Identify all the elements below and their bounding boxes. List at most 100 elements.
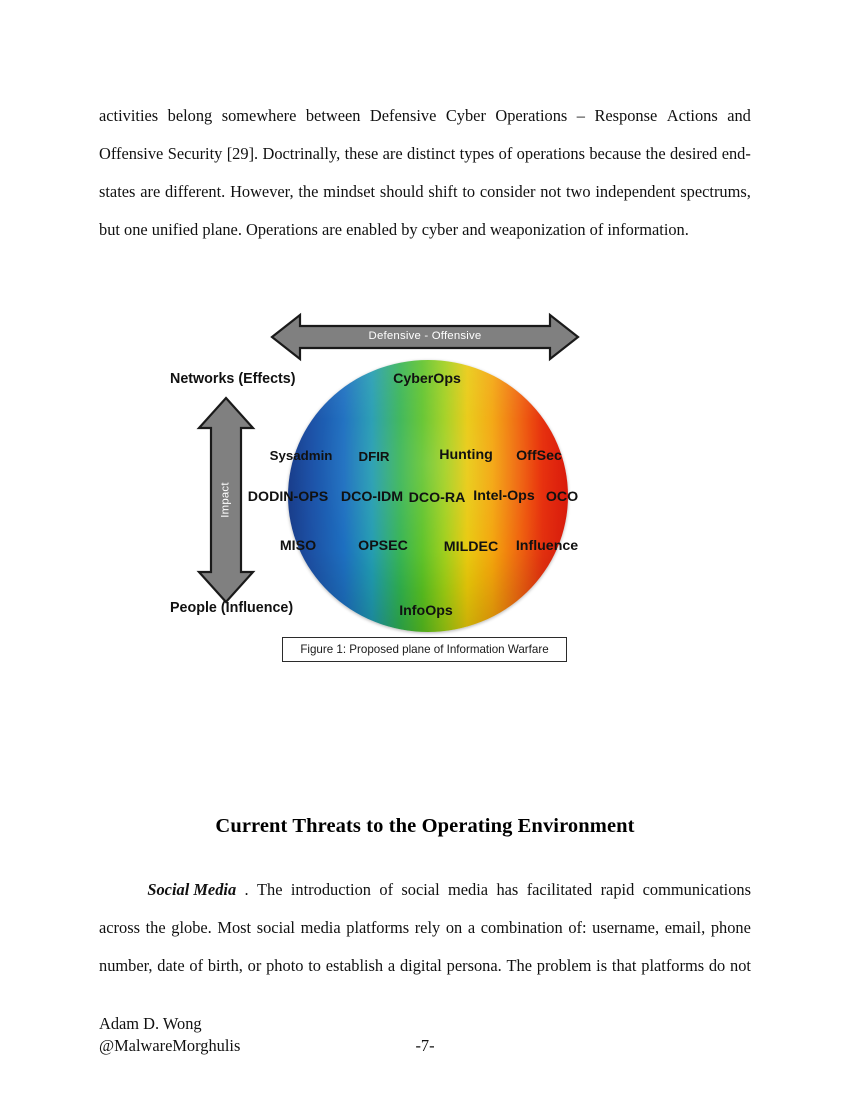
word: between <box>305 106 361 125</box>
paragraph-indent <box>99 871 139 909</box>
word: introduction <box>290 880 371 899</box>
word: Operations <box>495 106 568 125</box>
word: photo <box>266 956 304 975</box>
disc-label-oco: OCO <box>545 489 579 505</box>
defensive-offensive-arrow-icon <box>270 312 580 362</box>
word: belong <box>167 106 213 125</box>
word: has <box>496 880 519 899</box>
word: mindset <box>323 182 376 201</box>
axis-label-people-influence: People (Influence) <box>170 600 294 616</box>
footer-handle: @MalwareMorghulis <box>99 1036 241 1055</box>
word: somewhere <box>221 106 297 125</box>
disc-label-sysadmin: Sysadmin <box>269 448 333 463</box>
disc-label-opsec: OPSEC <box>358 538 408 554</box>
word: distinct <box>407 144 456 163</box>
word: not <box>730 956 751 975</box>
disc-label-infoops: InfoOps <box>399 603 453 619</box>
footer-author: Adam D. Wong <box>99 1014 202 1033</box>
disc-shading-overlay <box>288 360 568 632</box>
disc-label-dfir: DFIR <box>358 449 390 464</box>
lead-in-term: Social Media <box>147 880 237 899</box>
word: communications <box>642 880 751 899</box>
word: to <box>308 956 321 975</box>
word: Doctrinally, <box>262 144 341 163</box>
disc-label-dco-ra: DCO-RA <box>408 490 466 506</box>
word: [29]. <box>226 144 259 163</box>
paragraph-line: Offensive Security [29]. Doctrinally, th… <box>99 135 751 173</box>
word: shift <box>428 182 458 201</box>
paragraph-line: states are different. However, the minds… <box>99 173 751 211</box>
word: because <box>589 144 642 163</box>
word: date <box>157 956 185 975</box>
word: combination <box>480 918 563 937</box>
word: types <box>459 144 495 163</box>
word: The <box>257 880 283 899</box>
word: a <box>467 918 476 937</box>
word: of <box>379 880 394 899</box>
word: Offensive <box>99 144 164 163</box>
word: persona. <box>446 956 502 975</box>
word: globe. <box>171 918 212 937</box>
word: two <box>565 182 591 201</box>
horizontal-axis-label: Defensive - Offensive <box>368 330 482 342</box>
word: email, <box>664 918 706 937</box>
figure-caption-text: Figure 1: Proposed plane of Information … <box>300 643 549 656</box>
word: Actions <box>666 106 718 125</box>
word: a <box>387 956 396 975</box>
word: activities <box>99 106 159 125</box>
word: end- <box>721 144 751 163</box>
word: that <box>611 956 637 975</box>
word: these <box>344 144 379 163</box>
disc-label-hunting: Hunting <box>439 447 493 463</box>
word: problem <box>536 956 592 975</box>
disc-label-influence: Influence <box>515 538 579 554</box>
word: the <box>145 918 166 937</box>
disc-label-mildec: MILDEC <box>443 539 499 555</box>
word: platforms <box>346 918 410 937</box>
page-footer: Adam D. Wong @MalwareMorghulis -7- <box>99 1013 751 1057</box>
word: to <box>462 182 476 201</box>
word: different. <box>165 182 226 201</box>
word: is <box>596 956 608 975</box>
word: social <box>256 918 295 937</box>
word: do <box>708 956 726 975</box>
word: the <box>645 144 666 163</box>
word: The <box>506 956 532 975</box>
word: establish <box>325 956 384 975</box>
word: states <box>99 182 136 201</box>
word: – <box>576 106 585 125</box>
disc-label-cyberops: CyberOps <box>393 371 461 387</box>
disc-label-dco-idm: DCO-IDM <box>340 489 404 505</box>
word: social <box>401 880 440 899</box>
word: Security <box>167 144 223 163</box>
word: of <box>189 956 204 975</box>
axis-label-networks-effects: Networks (Effects) <box>170 371 296 387</box>
footer-handle-row: @MalwareMorghulis -7- <box>99 1035 751 1057</box>
disc-label-dodin-ops: DODIN-OPS <box>247 489 329 505</box>
word: or <box>247 956 262 975</box>
word: media <box>300 918 341 937</box>
word: Defensive <box>369 106 437 125</box>
word: operations <box>516 144 585 163</box>
word: and <box>727 106 751 125</box>
word: phone <box>710 918 751 937</box>
word: facilitated <box>526 880 593 899</box>
word: media <box>448 880 489 899</box>
word: independent <box>595 182 676 201</box>
word: Most <box>217 918 252 937</box>
word: desired <box>669 144 718 163</box>
figure-caption-box: Figure 1: Proposed plane of Information … <box>282 637 567 662</box>
disc-label-intel-ops: Intel-Ops <box>473 488 535 504</box>
information-warfare-disc <box>288 360 568 632</box>
word: should <box>379 182 424 201</box>
word: . <box>244 880 249 899</box>
word: However, <box>230 182 294 201</box>
paragraph-line: number, date of birth, or photo to estab… <box>99 947 751 985</box>
word: across <box>99 918 140 937</box>
word: of <box>498 144 513 163</box>
paragraph-line: across the globe. Most social media plat… <box>99 909 751 947</box>
paragraph-line: activities belong somewhere between Defe… <box>99 97 751 135</box>
section-heading: Current Threats to the Operating Environ… <box>215 815 635 837</box>
